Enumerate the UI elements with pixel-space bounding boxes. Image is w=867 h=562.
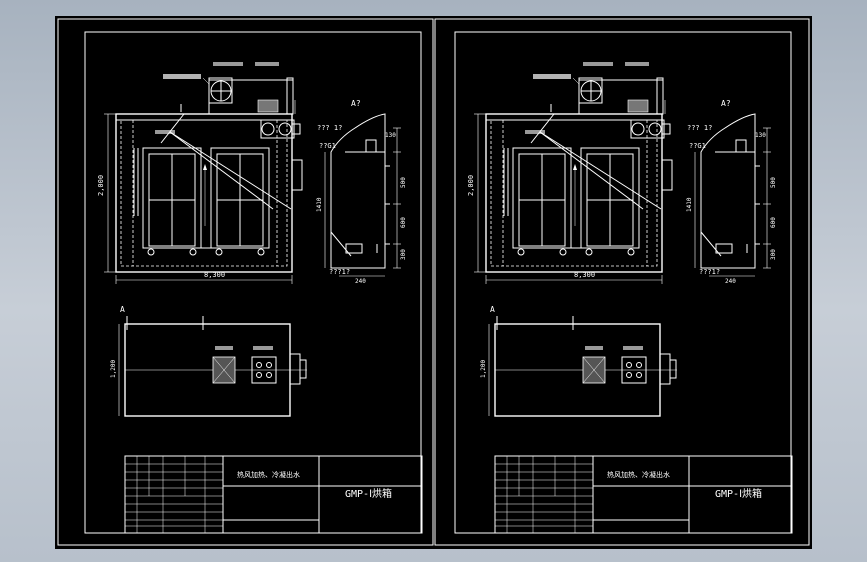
sheet-1-side-section: A? 130 500 600 300 1410 240 ??? 1? (316, 99, 407, 285)
plan-label: A (120, 305, 125, 314)
dim-height: 2,000 (467, 175, 475, 196)
sheet-border-right (434, 18, 810, 546)
sheet-2-plan-view: A 1,200 (480, 305, 677, 417)
sheet-2-frame (454, 31, 792, 534)
label-top-2: ??G1 (319, 142, 336, 150)
plan-label: A (490, 305, 495, 314)
label-top-2: ??G1 (689, 142, 706, 150)
label-top-1: ??? 1? (687, 124, 712, 132)
side-dim-bottom: 240 (725, 278, 736, 285)
sheet-1-plan-view: A 1,200 (110, 305, 307, 417)
side-dim-3: 600 (400, 217, 407, 228)
sheet-1-frame (84, 31, 422, 534)
title-spec: 热风加热、冷凝出水 (237, 470, 300, 479)
section-label: A? (351, 99, 361, 108)
side-dim-1: 130 (385, 132, 396, 139)
title-product: GMP-Ⅰ烘箱 (345, 487, 392, 500)
side-dim-2: 500 (400, 177, 407, 188)
side-dim-left: 1410 (316, 197, 323, 212)
outlet-vent (251, 356, 277, 384)
dim-width: 8,300 (574, 271, 595, 279)
sheet-2-side-section: A? 130 500 600 300 1410 240 ??? 1? (686, 99, 777, 285)
side-dim-3: 600 (770, 217, 777, 228)
top-duct (208, 79, 294, 115)
cad-drawing-canvas[interactable]: 8,300 2,000 A? (55, 16, 812, 549)
sheet-2-title-block: 热风加热、冷凝出水 GMP-Ⅰ烘箱 (494, 455, 793, 534)
dim-height: 2,000 (97, 175, 105, 196)
dim-plan: 1,200 (480, 360, 487, 378)
title-spec: 热风加热、冷凝出水 (607, 470, 670, 479)
label-bottom: ???1? (699, 268, 720, 276)
section-label: A? (721, 99, 731, 108)
sheet-2-elevation-view: 8,300 2,000 (467, 62, 673, 284)
dim-plan: 1,200 (110, 360, 117, 378)
side-dim-left: 1410 (686, 197, 693, 212)
side-dim-4: 300 (400, 249, 407, 260)
label-bottom: ???1? (329, 268, 350, 276)
side-dim-4: 300 (770, 249, 777, 260)
sheet-border-left (57, 18, 434, 546)
sheet-2: 8,300 2,000 A? 13 (454, 31, 793, 534)
title-product: GMP-Ⅰ烘箱 (715, 487, 762, 500)
sheet-1-elevation-view: 8,300 2,000 (97, 62, 303, 284)
side-dim-1: 130 (755, 132, 766, 139)
dim-width: 8,300 (204, 271, 225, 279)
label-top-1: ??? 1? (317, 124, 342, 132)
side-dim-bottom: 240 (355, 278, 366, 285)
oven-body (115, 113, 293, 273)
cad-drawing: 8,300 2,000 A? (57, 18, 810, 546)
side-dim-2: 500 (770, 177, 777, 188)
sheet-1-title-block: 热风加热、冷凝出水 GMP-Ⅰ烘箱 (124, 455, 423, 534)
sheet-1: 8,300 2,000 A? (84, 31, 423, 534)
